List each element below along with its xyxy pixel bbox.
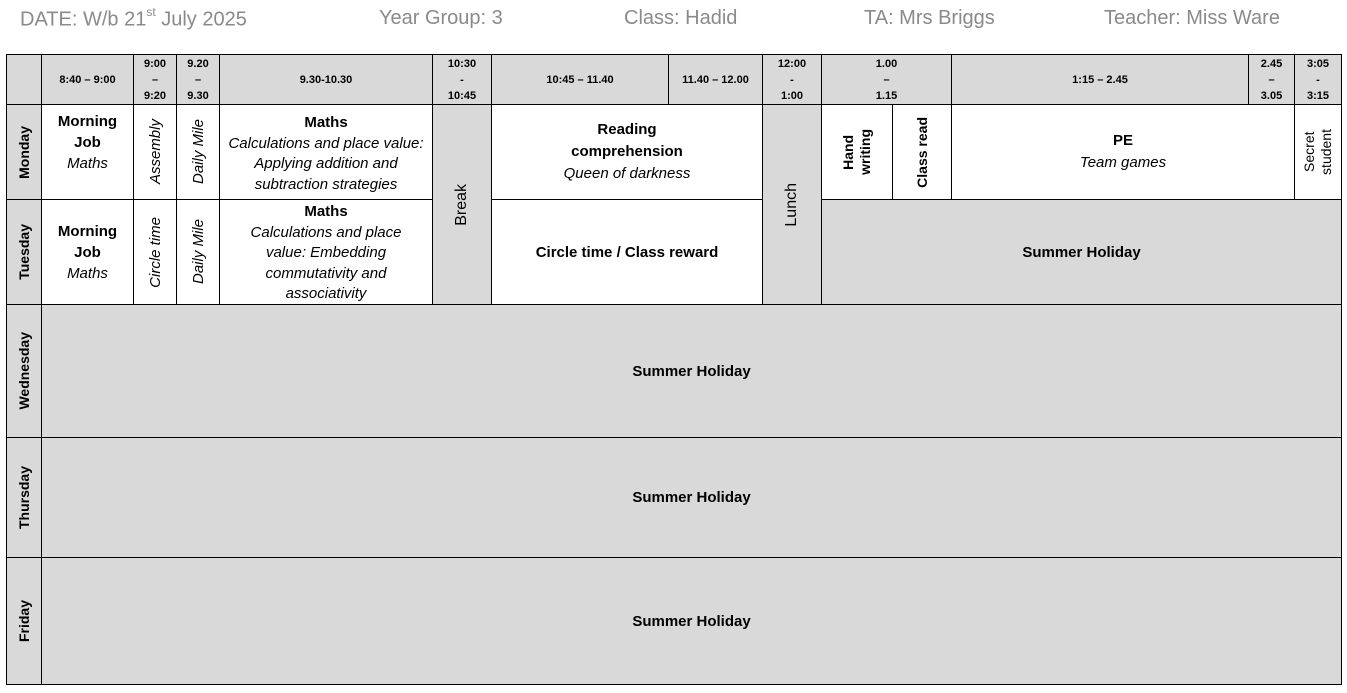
holiday-cell: Summer Holiday [41,304,1342,438]
corner-cell [6,54,42,105]
time-slot: 9:00–9:20 [133,54,177,105]
time-slot: 11.40 – 12.00 [668,54,763,105]
lesson-assembly: Assembly [133,104,177,200]
lesson-morning-job: Morning Job Maths [41,104,134,200]
class-label: Class: Hadid [624,7,738,29]
lesson-morning-job: Morning Job Maths [41,199,134,305]
lesson-circle-time: Circle time [133,199,177,305]
time-slot: 1:15 – 2.45 [951,54,1249,105]
time-slot: 9.20–9.30 [176,54,220,105]
ta-label: TA: Mrs Briggs [864,7,995,29]
time-slot: 3:05-3:15 [1294,54,1342,105]
holiday-cell: Summer Holiday [41,557,1342,685]
teacher-label: Teacher: Miss Ware [1104,7,1280,29]
lesson-daily-mile: Daily Mile [176,104,220,200]
day-label-wednesday: Wednesday [6,304,42,438]
day-label-thursday: Thursday [6,437,42,558]
date-label: DATE: W/b 21st July 2025 [20,5,247,31]
lunch-cell: Lunch [762,104,822,305]
time-slot: 10:45 – 11.40 [491,54,669,105]
holiday-cell: Summer Holiday [821,199,1342,305]
lesson-class-read: Class read [892,104,952,200]
lesson-reading: Reading comprehension Queen of darkness [491,104,763,200]
lesson-circle-reward: Circle time / Class reward [491,199,763,305]
lesson-pe: PE Team games [951,104,1295,200]
lesson-daily-mile: Daily Mile [176,199,220,305]
day-label-monday: Monday [6,104,42,200]
lesson-maths: Maths Calculations and place value: Appl… [219,104,433,200]
day-label-tuesday: Tuesday [6,199,42,305]
time-slot: 12:00-1:00 [762,54,822,105]
lesson-maths: Maths Calculations and place value: Embe… [219,199,433,305]
time-slot: 8:40 – 9:00 [41,54,134,105]
time-slot: 1.00–1.15 [821,54,952,105]
time-slot: 10:30-10:45 [432,54,492,105]
time-slot: 9.30-10.30 [219,54,433,105]
year-group-label: Year Group: 3 [379,7,503,29]
day-label-friday: Friday [6,557,42,685]
time-slot: 2.45–3.05 [1248,54,1295,105]
holiday-cell: Summer Holiday [41,437,1342,558]
break-cell: Break [432,104,492,305]
